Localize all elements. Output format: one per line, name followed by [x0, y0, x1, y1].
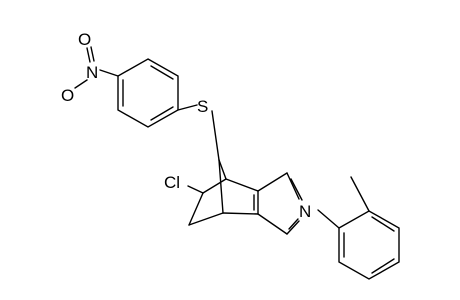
thioether-linkage: S — [177, 97, 220, 161]
nitro-oxygen-top-label: O — [78, 30, 91, 49]
nitrophenyl-ring — [117, 58, 179, 128]
pyrrole-ring: N — [253, 172, 311, 235]
chlorine-label: Cl — [164, 173, 180, 192]
nitro-oxygen-bottom-label: O — [61, 86, 74, 105]
nitro-group: N O O — [61, 30, 119, 105]
tolyl-ring — [317, 176, 400, 280]
nitro-nitrogen-label: N — [86, 63, 98, 82]
sulfur-label: S — [197, 97, 208, 116]
pyrrole-nitrogen-label: N — [299, 202, 311, 221]
norbornene-core: Cl — [164, 159, 259, 226]
